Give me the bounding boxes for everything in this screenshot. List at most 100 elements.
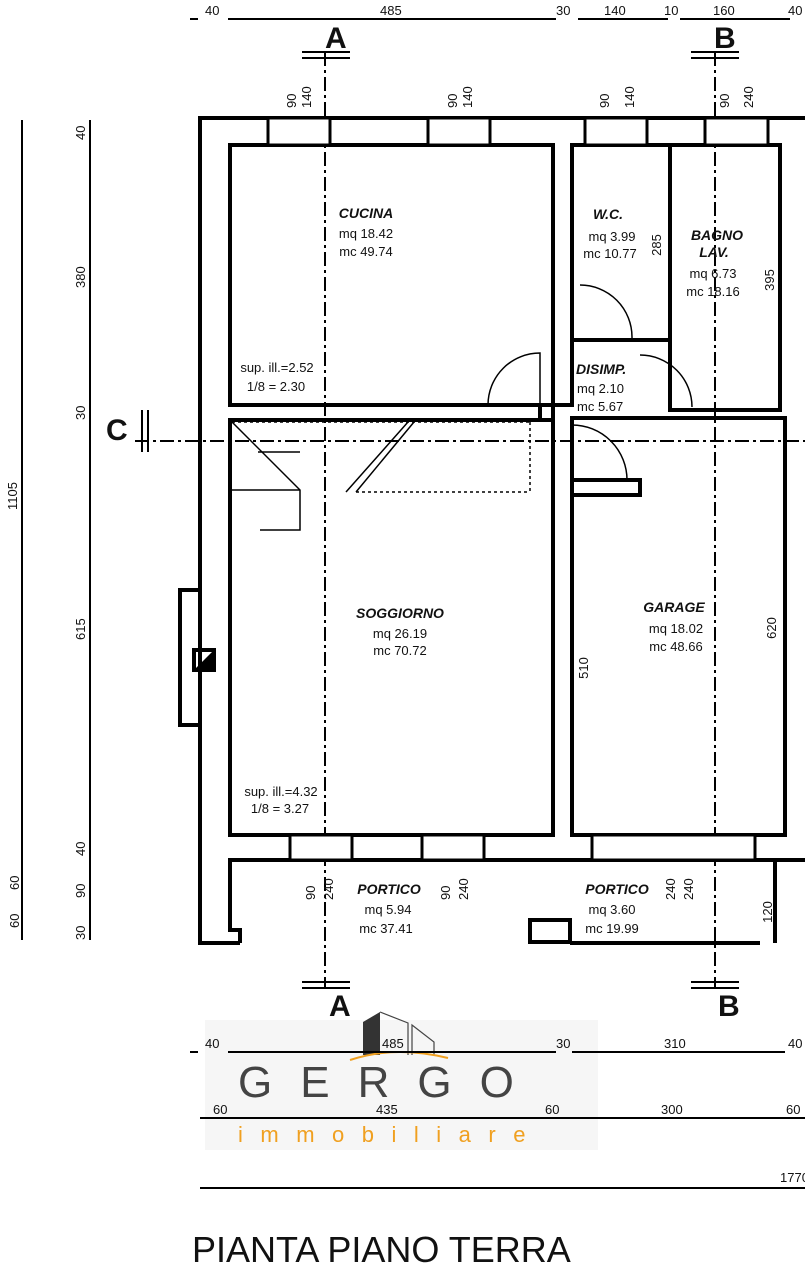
section-label-c: C <box>106 414 128 447</box>
room-name: PORTICO <box>585 881 649 897</box>
dim-label: 30 <box>73 406 88 420</box>
room-volume: mc 18.16 <box>686 284 739 299</box>
room-area: mq 18.42 <box>339 226 393 241</box>
top-dimensions: 40 485 30 140 10 160 40 <box>190 3 802 20</box>
windows <box>266 116 770 862</box>
left-dimensions: 1105 40 380 30 615 40 90 30 60 60 <box>5 120 91 940</box>
dim-label: 1770 <box>780 1170 805 1185</box>
dim-label: 485 <box>382 1036 404 1051</box>
dim-label: 240 <box>321 878 336 900</box>
room-cucina: CUCINA mq 18.42 mc 49.74 sup. ill.=2.52 … <box>240 205 393 394</box>
room-portico-2: PORTICO mq 3.60 mc 19.99 120 <box>585 881 775 936</box>
dim-label: 160 <box>713 3 735 18</box>
doors-and-stairs <box>230 284 693 531</box>
dim-label: 60 <box>7 876 22 890</box>
dim-label: 30 <box>556 1036 570 1051</box>
dim-label: 300 <box>661 1102 683 1117</box>
plan-title: PIANTA PIANO TERRA <box>192 1229 571 1270</box>
room-name-2: LAV. <box>699 244 729 260</box>
room-name: SOGGIORNO <box>356 605 444 621</box>
room-disimpegno: DISIMP. mq 2.10 mc 5.67 <box>576 361 626 414</box>
room-name: CUCINA <box>339 205 393 221</box>
dim-label: 30 <box>73 926 88 940</box>
gergo-logo: GERGO immobiliare <box>238 1011 543 1147</box>
dim-label: 485 <box>380 3 402 18</box>
room-area: mq 3.99 <box>589 229 636 244</box>
dim-label: 30 <box>556 3 570 18</box>
room-name: DISIMP. <box>576 361 626 377</box>
room-volume: mc 70.72 <box>373 643 426 658</box>
room-light-surface: sup. ill.=4.32 <box>244 784 317 799</box>
dim-label: 240 <box>741 86 756 108</box>
room-volume: mc 48.66 <box>649 639 702 654</box>
room-bagno: BAGNO LAV. mq 6.73 mc 18.16 395 <box>686 227 777 299</box>
dim-label: 240 <box>681 878 696 900</box>
dim-label: 40 <box>788 1036 802 1051</box>
room-volume: mc 10.77 <box>583 246 636 261</box>
window-dims-top: 90 140 90 140 90 140 90 240 90 240 90 24… <box>284 86 756 900</box>
room-name: PORTICO <box>357 881 421 897</box>
section-label-b-bottom: B <box>718 990 740 1023</box>
section-markers: A B A B C <box>106 22 805 1023</box>
dim-label: 380 <box>73 266 88 288</box>
room-area: mq 26.19 <box>373 626 427 641</box>
dim-label: 40 <box>788 3 802 18</box>
dim-label: 90 <box>717 94 732 108</box>
dim-label: 90 <box>597 94 612 108</box>
dim-label: 140 <box>460 86 475 108</box>
section-label-a: A <box>325 22 347 55</box>
room-volume: mc 49.74 <box>339 244 392 259</box>
dim-label: 90 <box>73 884 88 898</box>
dim-label: 60 <box>786 1102 800 1117</box>
room-height: 395 <box>762 269 777 291</box>
logo-background <box>205 1020 598 1150</box>
room-wc: W.C. mq 3.99 mc 10.77 285 <box>583 206 664 261</box>
dim-label: 90 <box>284 94 299 108</box>
dim-label: 140 <box>622 86 637 108</box>
room-name: BAGNO <box>691 227 743 243</box>
room-height: 620 <box>764 617 779 639</box>
room-light-ratio: 1/8 = 2.30 <box>247 379 305 394</box>
section-label-a-bottom: A <box>329 990 351 1023</box>
room-height: 120 <box>760 901 775 923</box>
bottom-dimensions: 40 485 30 310 40 60 435 60 300 60 1770 <box>190 1036 805 1189</box>
room-name: GARAGE <box>643 599 705 615</box>
room-height: 285 <box>649 234 664 256</box>
dim-label: 40 <box>73 126 88 140</box>
dim-label: 60 <box>545 1102 559 1117</box>
dim-label: 90 <box>303 886 318 900</box>
room-light-surface: sup. ill.=2.52 <box>240 360 313 375</box>
dim-label: 60 <box>213 1102 227 1117</box>
dim-label: 40 <box>205 3 219 18</box>
dim-label: 60 <box>7 914 22 928</box>
room-volume: mc 5.67 <box>577 399 623 414</box>
dim-label: 40 <box>73 842 88 856</box>
room-volume: mc 19.99 <box>585 921 638 936</box>
dim-label: 140 <box>299 86 314 108</box>
dim-label: 90 <box>438 886 453 900</box>
dim-label: 90 <box>445 94 460 108</box>
dim-label: 435 <box>376 1102 398 1117</box>
room-area: mq 2.10 <box>577 381 624 396</box>
room-area: mq 3.60 <box>589 902 636 917</box>
dim-label: 140 <box>604 3 626 18</box>
room-portico-1: PORTICO mq 5.94 mc 37.41 <box>357 881 421 936</box>
dim-label: 240 <box>456 878 471 900</box>
dim-label: 1105 <box>5 482 20 510</box>
dim-label: 40 <box>205 1036 219 1051</box>
room-area: mq 5.94 <box>365 902 412 917</box>
room-soggiorno: SOGGIORNO mq 26.19 mc 70.72 sup. ill.=4.… <box>244 605 444 816</box>
room-height: 510 <box>576 657 591 679</box>
section-label-b: B <box>714 22 736 55</box>
room-light-ratio: 1/8 = 3.27 <box>251 801 309 816</box>
dim-label: 310 <box>664 1036 686 1051</box>
dim-label: 240 <box>663 878 678 900</box>
room-area: mq 18.02 <box>649 621 703 636</box>
room-area: mq 6.73 <box>690 266 737 281</box>
dim-label: 615 <box>73 618 88 640</box>
logo-tagline: immobiliare <box>238 1122 543 1147</box>
dim-label: 10 <box>664 3 678 18</box>
room-volume: mc 37.41 <box>359 921 412 936</box>
room-garage: GARAGE mq 18.02 mc 48.66 510 620 <box>576 599 779 679</box>
